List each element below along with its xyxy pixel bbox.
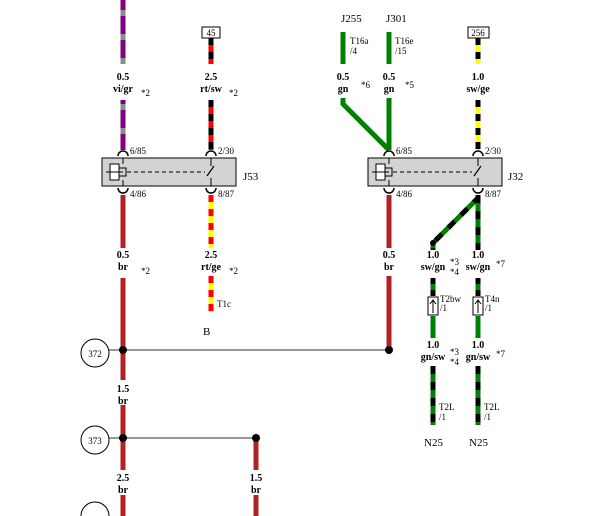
node-circle-partial	[80, 501, 110, 516]
connector-t16e-pin: /15	[395, 46, 407, 56]
wire-note: *2	[141, 88, 150, 98]
wire-size: 2.5	[205, 72, 218, 83]
pin-j53-8-87: 8/87	[218, 189, 235, 199]
wire-note: *3	[450, 257, 460, 267]
terminal-45-label: 45	[207, 28, 217, 38]
wire-color: br	[384, 262, 395, 273]
wire-size: 1.0	[427, 250, 440, 261]
pin-j32-6-85: 6/85	[396, 146, 413, 156]
wire-color: gn	[384, 84, 395, 95]
wire-size: 2.5	[117, 473, 130, 484]
pin-j53-2-30: 2/30	[218, 146, 235, 156]
pin-j53-6-85: 6/85	[130, 146, 147, 156]
connector-t4n-pin: /1	[485, 303, 492, 313]
connector-t4n-symbol	[472, 296, 484, 316]
wire-size: 1.0	[472, 72, 485, 83]
terminal-box-45	[201, 26, 221, 39]
wire-size: 0.5	[383, 72, 396, 83]
relay-j32-label: J32	[508, 171, 523, 183]
wire-note: *2	[229, 88, 238, 98]
wire-gn-j255	[340, 32, 391, 152]
wire-note: *3	[450, 347, 460, 357]
j255-label: J255	[341, 13, 362, 25]
wire-color: br	[118, 396, 129, 407]
wire-note: *2	[141, 266, 150, 276]
wire-color: sw/gn	[421, 262, 446, 273]
relay-j53-label: J53	[243, 171, 259, 183]
connector-t1c: T1c	[217, 299, 231, 309]
wire-note: *4	[450, 267, 460, 277]
wire-color: br	[251, 485, 262, 496]
connector-t4n: T4n	[485, 294, 500, 304]
connector-t2l-left: T2L	[439, 402, 455, 412]
wire-size: 0.5	[337, 72, 350, 83]
pin-j32-2-30: 2/30	[485, 146, 502, 156]
node-circle-372	[80, 338, 110, 368]
wire-note: *5	[405, 80, 415, 90]
wire-color: br	[118, 262, 129, 273]
wire-note: *6	[361, 80, 371, 90]
wire-size: 2.5	[205, 250, 218, 261]
wire-size: 1.0	[472, 250, 485, 261]
connector-t16e: T16e	[395, 36, 414, 46]
wire-color: sw/ge	[466, 84, 490, 95]
junction-dot	[119, 434, 127, 442]
terminal-box-256	[467, 26, 490, 39]
pin-j53-4-86: 4/86	[130, 189, 147, 199]
connector-t2bw-symbol	[427, 296, 439, 316]
connector-t2bw: T2bw	[440, 294, 461, 304]
junction-dot	[252, 434, 260, 442]
relay-j53	[101, 150, 237, 194]
connector-t16a: T16a	[350, 36, 369, 46]
n25-right-label: N25	[469, 437, 488, 449]
wire-color: gn/sw	[421, 352, 446, 363]
wire-note: *4	[450, 357, 460, 367]
connector-t2l-right-pin: /1	[484, 412, 491, 422]
wire-note: *7	[496, 259, 506, 269]
connector-t2l-left-pin: /1	[439, 412, 446, 422]
wire-color: br	[118, 485, 129, 496]
wire-color: gn	[338, 84, 349, 95]
node-372-label: 372	[88, 349, 102, 359]
junction-dot	[430, 240, 436, 246]
wire-size: 1.5	[117, 384, 130, 395]
connector-t2bw-pin: /1	[440, 303, 447, 313]
node-circle-373	[80, 425, 110, 455]
n25-left-label: N25	[424, 437, 443, 449]
wire-size: 0.5	[383, 250, 396, 261]
wire-note: *2	[229, 266, 238, 276]
wire-color: vi/gr	[113, 84, 134, 95]
connector-t16a-pin: /4	[350, 46, 358, 56]
wire-color: sw/gn	[466, 262, 491, 273]
relay-j32	[367, 150, 503, 194]
wire-size: 1.0	[472, 340, 485, 351]
wire-size: 1.0	[427, 340, 440, 351]
wire-size: 1.5	[250, 473, 263, 484]
junction-dot	[119, 346, 127, 354]
j301-label: J301	[386, 13, 407, 25]
pin-j32-8-87: 8/87	[485, 189, 502, 199]
wire-color: gn/sw	[466, 352, 491, 363]
wire-sw-gn-left	[430, 195, 481, 296]
node-373-label: 373	[88, 436, 102, 446]
wire-note: *7	[496, 349, 506, 359]
wire-color: rt/sw	[200, 84, 222, 95]
ref-b-label: B	[203, 326, 210, 338]
junction-dot	[385, 346, 393, 354]
connector-t2l-right: T2L	[484, 402, 500, 412]
wire-size: 0.5	[117, 72, 130, 83]
terminal-256-label: 256	[471, 28, 485, 38]
pin-j32-4-86: 4/86	[396, 189, 413, 199]
wire-size: 0.5	[117, 250, 130, 261]
wire-color: rt/ge	[201, 262, 222, 273]
